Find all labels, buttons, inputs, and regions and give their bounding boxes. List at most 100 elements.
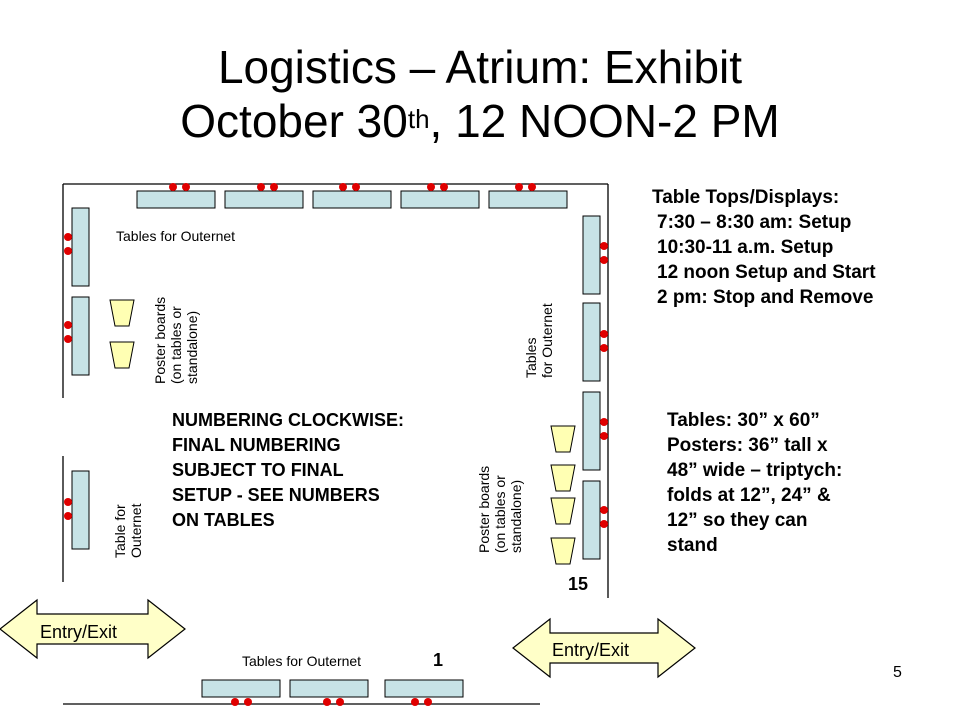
text-line: Poster boards [152, 296, 168, 384]
table [582, 215, 601, 295]
text-line: SETUP - SEE NUMBERS [172, 485, 380, 505]
table [384, 679, 464, 698]
chair [257, 183, 265, 191]
schedule-item: 10:30-11 a.m. Setup [657, 237, 834, 258]
bottom-tables [201, 679, 464, 698]
table [582, 480, 601, 560]
text-line: FINAL NUMBERING [172, 435, 341, 455]
text-line: ON TABLES [172, 510, 275, 530]
schedule-item: 2 pm: Stop and Remove [657, 287, 874, 308]
label-table-left-lower: Table for Outernet [112, 504, 144, 558]
label-tables-right: Tables for Outernet [523, 303, 555, 378]
chair [600, 344, 608, 352]
numbering-note: NUMBERING CLOCKWISE: FINAL NUMBERING SUB… [172, 408, 404, 533]
text-line: for Outernet [539, 303, 555, 378]
table [312, 190, 392, 209]
text-line: SUBJECT TO FINAL [172, 460, 344, 480]
page-number: 5 [893, 664, 902, 681]
poster-board [109, 299, 135, 327]
chair [244, 698, 252, 706]
right-chairs [600, 242, 608, 528]
text-line: Table for [112, 504, 128, 558]
table-number-15: 15 [568, 574, 589, 594]
schedule-item: 12 noon Setup and Start [657, 262, 876, 283]
poster-boards-left [109, 299, 135, 369]
label-poster-boards-left: Poster boards (on tables or standalone) [152, 297, 200, 384]
chair [600, 418, 608, 426]
text-line: Tables [523, 337, 539, 378]
table [400, 190, 480, 209]
chair [64, 233, 72, 241]
label-poster-boards-center: Poster boards (on tables or standalone) [476, 466, 524, 553]
chair [231, 698, 239, 706]
entry-exit-arrow-right [512, 617, 696, 679]
entry-exit-label-right: Entry/Exit [552, 640, 630, 660]
schedule-item: 7:30 – 8:30 am: Setup [657, 212, 852, 233]
table [488, 190, 568, 209]
table [582, 302, 601, 382]
chair [64, 247, 72, 255]
text-line: NUMBERING CLOCKWISE: [172, 410, 404, 430]
table [201, 679, 281, 698]
text-line: (on tables or [492, 475, 508, 553]
text-line: standalone) [184, 310, 200, 384]
table [71, 296, 90, 376]
specs-block: Tables: 30” x 60” Posters: 36” tall x 48… [667, 408, 842, 558]
chair [600, 520, 608, 528]
chair [515, 183, 523, 191]
label-tables-outernet-bottom: Tables for Outernet [242, 653, 362, 669]
chair [339, 183, 347, 191]
chair [64, 512, 72, 520]
table-number-1: 1 [433, 650, 444, 670]
entry-exit-label-left: Entry/Exit [40, 622, 118, 642]
table [582, 391, 601, 471]
chair [411, 698, 419, 706]
chair [424, 698, 432, 706]
title-line-1: Logistics – Atrium: Exhibit [217, 41, 743, 93]
chair [427, 183, 435, 191]
table [71, 207, 90, 287]
left-chairs [64, 233, 72, 520]
table [289, 679, 369, 698]
spec-line: 12” so they can [667, 510, 808, 531]
schedule-block: Table Tops/Displays: 7:30 – 8:30 am: Set… [652, 185, 876, 310]
top-tables [136, 190, 568, 209]
right-tables [582, 215, 601, 560]
spec-line: folds at 12”, 24” & [667, 485, 831, 506]
text-line: Poster boards [476, 465, 492, 553]
title-date: October 30 [180, 95, 408, 147]
chair [600, 242, 608, 250]
chair [528, 183, 536, 191]
title-line-2: October 30th, 12 NOON-2 PM [0, 96, 960, 146]
chair [64, 335, 72, 343]
label-tables-outernet-top: Tables for Outernet [116, 228, 236, 244]
poster-board [109, 341, 135, 369]
spec-line: Posters: 36” tall x [667, 435, 828, 456]
chair [323, 698, 331, 706]
text-line: standalone) [508, 479, 524, 553]
title-date-suffix: th [407, 104, 430, 134]
chair [64, 498, 72, 506]
chair [600, 506, 608, 514]
text-line: Outernet [128, 503, 144, 558]
top-chairs [169, 183, 536, 191]
poster-board [550, 497, 576, 525]
chair [182, 183, 190, 191]
poster-board [550, 464, 576, 492]
chair [600, 432, 608, 440]
poster-board [550, 537, 576, 565]
chair [600, 330, 608, 338]
chair [600, 256, 608, 264]
chair [64, 321, 72, 329]
spec-line: stand [667, 535, 718, 556]
chair [270, 183, 278, 191]
table [71, 470, 90, 550]
table [224, 190, 304, 209]
entry-exit-arrow-left [0, 598, 186, 660]
chair [440, 183, 448, 191]
chair [336, 698, 344, 706]
spec-line: Tables: 30” x 60” [667, 410, 820, 431]
poster-boards-center [550, 425, 576, 565]
bottom-chairs [231, 698, 432, 706]
